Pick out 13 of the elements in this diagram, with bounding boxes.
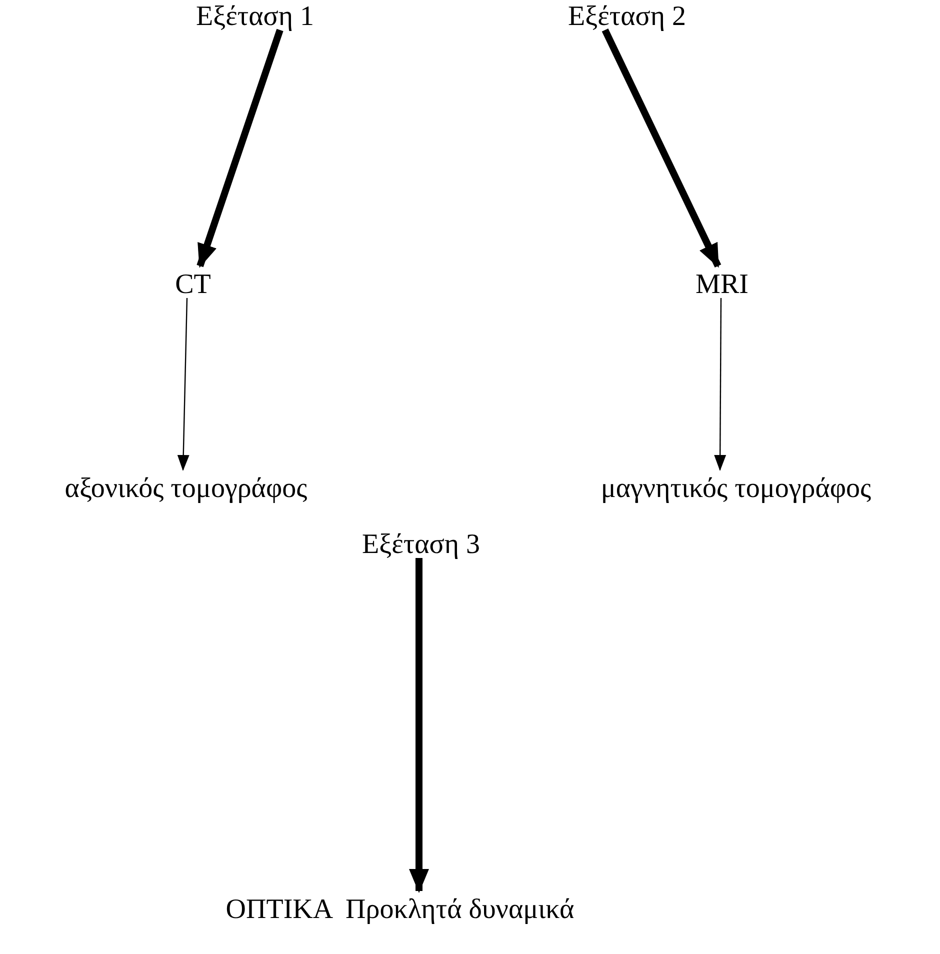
arrow [409, 558, 429, 893]
node-label: Εξέταση 3 [362, 528, 480, 562]
node-label: CT [175, 268, 211, 302]
node-label: MRI [696, 268, 748, 302]
arrow [714, 298, 726, 471]
node-label: ΟΠΤΙΚΑ Προκλητά δυναμικά [226, 893, 574, 927]
arrow [196, 28, 284, 268]
node-label: Εξέταση 2 [568, 0, 686, 34]
node-label: Εξέταση 1 [196, 0, 314, 34]
node-label: αξονικός τομογράφος [64, 472, 308, 506]
arrow [602, 28, 722, 268]
node-label: μαγνητικός τομογράφος [600, 472, 872, 506]
arrow [177, 298, 190, 471]
